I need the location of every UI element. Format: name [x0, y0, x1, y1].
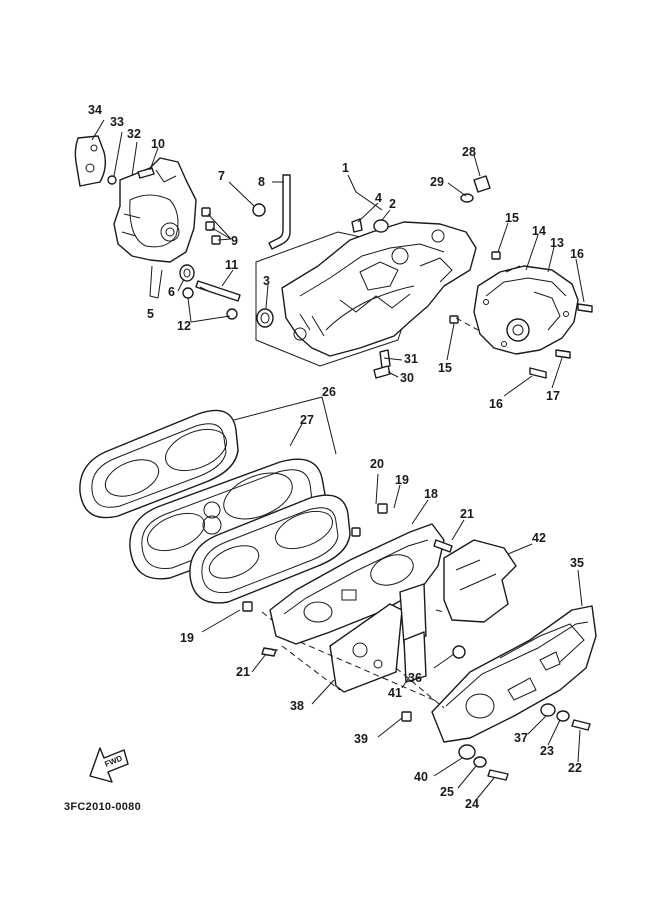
callout-15a: 15 [505, 211, 519, 225]
callout-12: 12 [177, 319, 191, 333]
callout-15b: 15 [438, 361, 452, 375]
bracket-assembly [74, 135, 241, 320]
callout-34: 34 [88, 103, 102, 117]
callout-6: 6 [168, 285, 175, 299]
callout-11: 11 [225, 258, 238, 272]
callout-10: 10 [151, 137, 165, 151]
callout-3: 3 [263, 274, 270, 288]
callout-9: 9 [231, 234, 238, 248]
callout-7: 7 [218, 169, 225, 183]
inner-cover-assembly [242, 503, 453, 657]
callout-32: 32 [127, 127, 141, 141]
callout-19a: 19 [395, 473, 409, 487]
callout-18: 18 [424, 487, 438, 501]
leader-lines [91, 119, 585, 801]
assembly-lines [261, 265, 521, 709]
callout-13: 13 [550, 236, 564, 250]
callout-29: 29 [430, 175, 444, 189]
callout-25: 25 [440, 785, 454, 799]
callout-42: 42 [532, 531, 546, 545]
callout-28: 28 [462, 145, 476, 159]
figure-code: 3FC2010-0080 [64, 801, 141, 813]
callout-17: 17 [546, 389, 560, 403]
callout-26: 26 [322, 385, 336, 399]
callout-14: 14 [532, 224, 546, 238]
callout-36: 36 [408, 671, 422, 685]
callout-21b: 21 [236, 665, 250, 679]
callout-41: 41 [388, 686, 402, 700]
callout-40: 40 [414, 770, 428, 784]
callout-27: 27 [300, 413, 314, 427]
panels [329, 539, 517, 722]
callout-39: 39 [354, 732, 368, 746]
callout-1: 1 [342, 161, 349, 175]
outer-cover-assembly [431, 605, 597, 781]
callout-16a: 16 [570, 247, 584, 261]
callout-5: 5 [147, 307, 154, 321]
callout-23: 23 [540, 744, 554, 758]
callout-35: 35 [570, 556, 584, 570]
callout-37: 37 [514, 731, 528, 745]
callout-labels: 34 33 32 10 7 8 1 4 2 9 11 3 6 5 12 31 3… [88, 103, 584, 811]
crankcase-assembly [252, 174, 477, 379]
callout-33: 33 [110, 115, 124, 129]
callout-16b: 16 [489, 397, 503, 411]
callout-8: 8 [258, 175, 265, 189]
callout-30: 30 [400, 371, 414, 385]
forward-arrow-icon: FWD [89, 747, 129, 783]
callout-21a: 21 [460, 507, 474, 521]
callout-31: 31 [404, 352, 418, 366]
gaskets [79, 409, 351, 604]
right-cover-assembly [449, 175, 593, 379]
callout-24: 24 [465, 797, 479, 811]
callout-19b: 19 [180, 631, 194, 645]
callout-38: 38 [290, 699, 304, 713]
callout-22: 22 [568, 761, 582, 775]
callout-2: 2 [389, 197, 396, 211]
callout-20: 20 [370, 457, 384, 471]
callout-4: 4 [375, 191, 382, 205]
